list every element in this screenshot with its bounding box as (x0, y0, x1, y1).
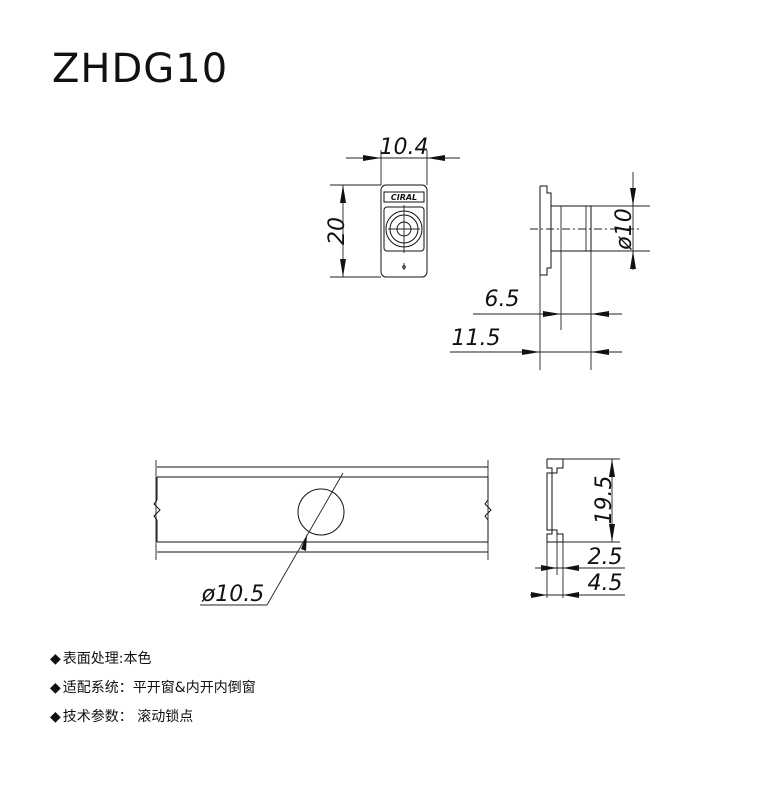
dim-depth-b: 11.5 (452, 326, 501, 351)
spec-text: 表面处理:本色 (62, 651, 152, 667)
dim-thick-a: 2.5 (588, 545, 623, 570)
dim-profile-height: 19.5 (592, 476, 617, 525)
spec-item-surface: ◆表面处理:本色 (50, 648, 152, 668)
profile-view: ø10.5 (153, 460, 492, 607)
technical-drawing: CIRAL 10.4 20 (153, 135, 650, 607)
spec-item-system: ◆适配系统：平开窗&内开内倒窗 (50, 677, 256, 697)
dim-depth-a: 6.5 (485, 287, 520, 312)
profile-section: 19.5 2.5 4.5 (530, 458, 625, 598)
side-view: ø10 6.5 11.5 (450, 172, 650, 370)
diamond-bullet-icon: ◆ (50, 709, 61, 725)
dim-diameter-small: ø10 (612, 208, 637, 250)
spec-text: 适配系统：平开窗&内开内倒窗 (62, 680, 256, 696)
dim-thick-b: 4.5 (588, 571, 623, 596)
diamond-bullet-icon: ◆ (50, 680, 61, 696)
dim-top-width: 10.4 (380, 135, 429, 160)
page-title: ZHDG10 (52, 46, 229, 92)
spec-item-technical: ◆技术参数： 滚动锁点 (50, 706, 193, 726)
dim-height: 20 (325, 217, 350, 245)
diamond-bullet-icon: ◆ (50, 651, 61, 667)
logo-label: CIRAL (391, 193, 417, 202)
front-view: CIRAL 10.4 20 (325, 135, 460, 278)
dim-hole-diameter: ø10.5 (201, 582, 264, 607)
spec-text: 技术参数： 滚动锁点 (62, 709, 194, 725)
